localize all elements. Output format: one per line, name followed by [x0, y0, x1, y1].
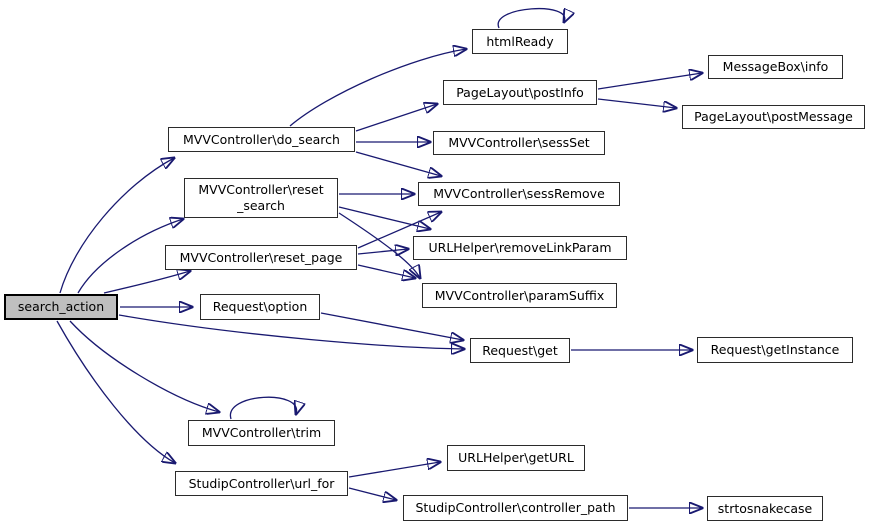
edge-postinfo-to-messagebox-info [597, 73, 702, 90]
node-do-search[interactable]: MVVController\do_search [168, 127, 355, 152]
edge-search-action-to-trim [69, 320, 219, 412]
node-htmlready[interactable]: htmlReady [472, 29, 568, 54]
edge-postinfo-to-postmessage [597, 98, 676, 108]
node-getinstance[interactable]: Request\getInstance [697, 337, 853, 363]
edge-do-search-to-sessremove [355, 151, 441, 176]
edge-do-search-to-postinfo [355, 104, 437, 132]
node-request-get[interactable]: Request\get [470, 338, 570, 363]
node-reset-page[interactable]: MVVController\reset_page [165, 245, 357, 270]
edge-reset-page-to-sessremove [357, 212, 441, 249]
edge-search-action-to-reset-search [77, 219, 183, 294]
node-messagebox-info[interactable]: MessageBox\info [708, 55, 843, 79]
edge-reset-page-to-removelinkparam [357, 249, 408, 254]
node-strtosnakecase[interactable]: strtosnakecase [707, 496, 823, 521]
node-sessremove[interactable]: MVVController\sessRemove [418, 182, 620, 206]
node-paramsuffix[interactable]: MVVController\paramSuffix [422, 283, 617, 308]
edge-search-action-to-request-get [118, 314, 464, 349]
edge-do-search-to-htmlready [289, 49, 466, 127]
edge-htmlready-self-loop [497, 9, 565, 29]
edge-reset-search-to-removelinkparam [338, 206, 430, 229]
edge-search-action-to-reset-page [103, 271, 190, 294]
node-sessset[interactable]: MVVController\sessSet [433, 131, 605, 155]
node-removelinkparam[interactable]: URLHelper\removeLinkParam [413, 236, 627, 260]
node-search-action[interactable]: search_action [4, 294, 118, 320]
node-postinfo[interactable]: PageLayout\postInfo [443, 80, 597, 105]
node-geturl[interactable]: URLHelper\getURL [447, 445, 585, 471]
node-postmessage[interactable]: PageLayout\postMessage [682, 105, 865, 129]
edge-url-for-to-controller-path [348, 487, 396, 500]
edge-trim-self-loop [230, 396, 296, 420]
edge-search-action-to-do-search [59, 158, 174, 294]
edge-url-for-to-geturl [348, 462, 440, 478]
edge-request-option-to-request-get [320, 312, 463, 340]
node-reset-search-line2: _search [237, 198, 285, 213]
edge-search-action-to-url-for [56, 320, 175, 463]
node-trim[interactable]: MVVController\trim [188, 420, 335, 446]
node-controller-path[interactable]: StudipController\controller_path [403, 495, 628, 521]
node-reset-search[interactable]: MVVController\reset _search [184, 178, 338, 218]
node-reset-search-line1: MVVController\reset [198, 182, 324, 198]
node-request-option[interactable]: Request\option [200, 294, 320, 320]
edge-reset-page-to-paramsuffix [357, 264, 415, 278]
node-url-for[interactable]: StudipController\url_for [175, 471, 348, 496]
